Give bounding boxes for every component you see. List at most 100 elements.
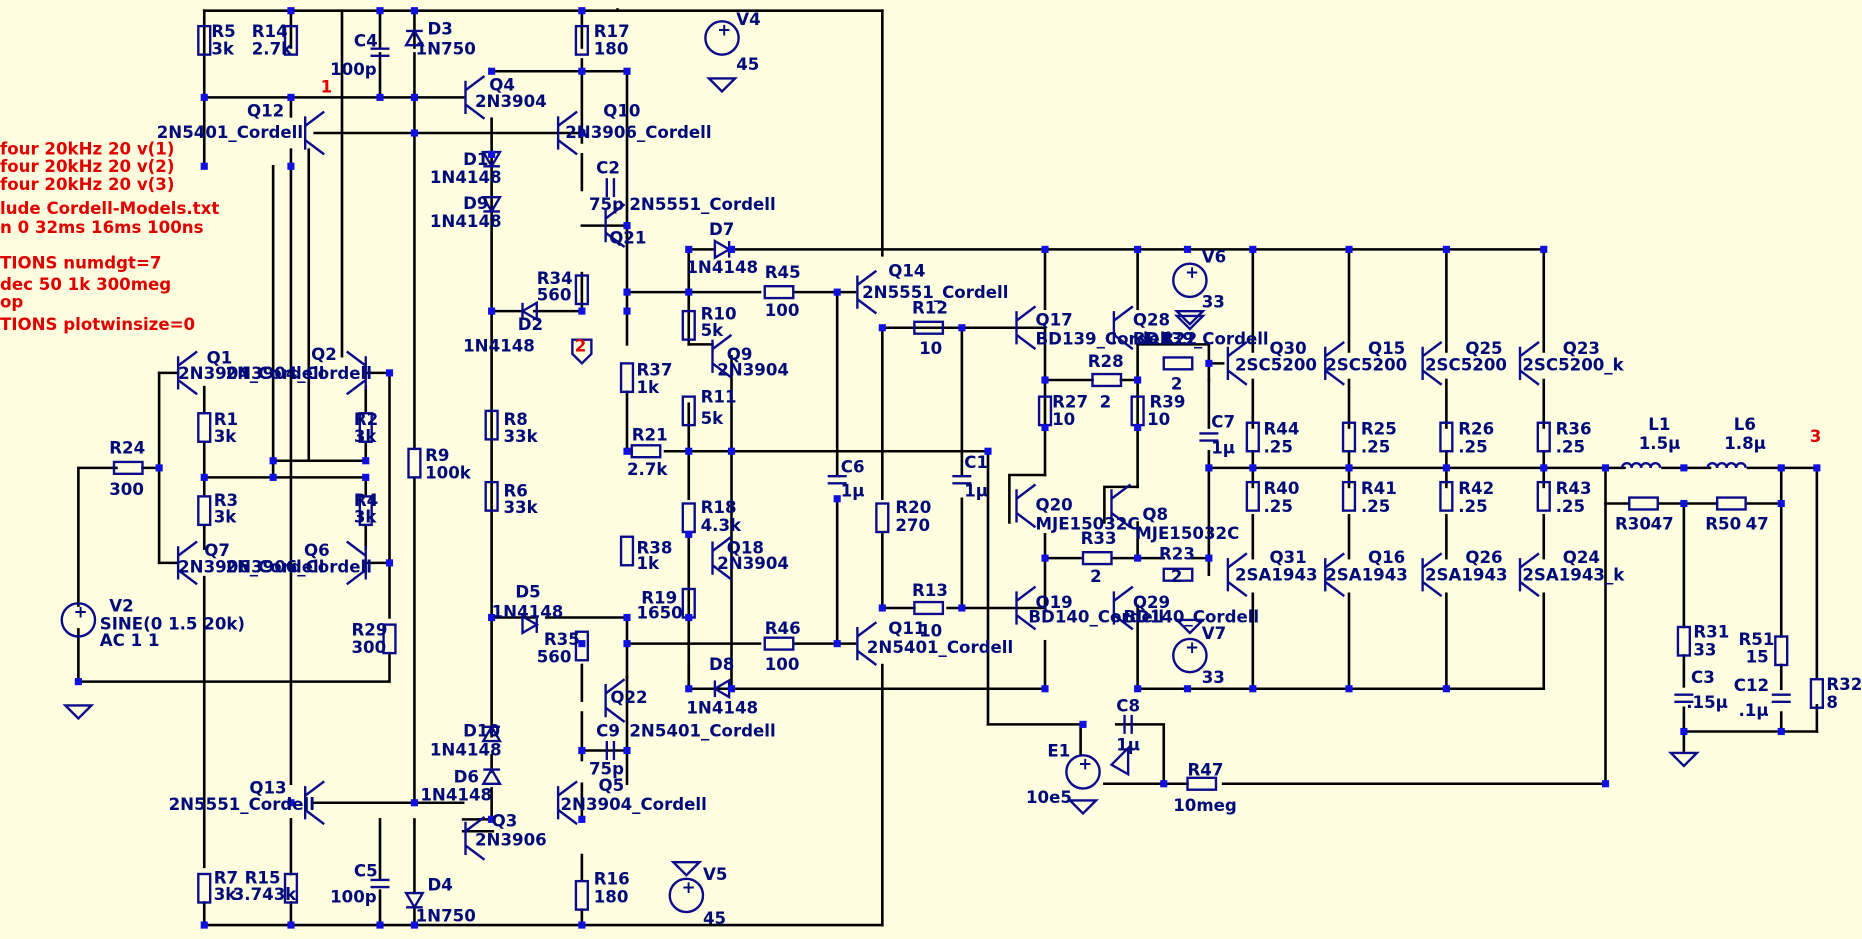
junction-dot [685, 447, 693, 455]
label-c3-value: .15µ [1686, 693, 1728, 712]
label-d7-value: 1N4148 [686, 258, 758, 277]
transistor-emitter [1227, 580, 1248, 598]
transistor-emitter [856, 298, 878, 315]
label-d1-value: 1N4148 [430, 168, 502, 187]
junction-dot [1777, 499, 1785, 508]
ground-symbol [62, 704, 95, 721]
resistor-symbol [112, 460, 144, 475]
label-q23-value: 2SC5200_k [1522, 356, 1624, 375]
diode-symbol [404, 28, 425, 47]
label-r34-value: 560 [537, 285, 572, 304]
resistor-symbol [1245, 480, 1260, 512]
label-q5-value: 2N3904_Cordell [561, 795, 707, 814]
label-r19-value: 1650 [637, 604, 683, 623]
wire [366, 371, 391, 565]
diode-symbol [520, 300, 538, 322]
label-r40-value: .25 [1264, 497, 1293, 516]
junction-dot [1540, 464, 1548, 472]
label-r17-name: R17 [594, 22, 630, 41]
label-q6-name: Q6 [304, 541, 330, 560]
label-d9-value: 1N4148 [430, 212, 502, 231]
label-r16-value: 180 [594, 888, 629, 907]
junction-dot [578, 746, 586, 755]
directive-1: four 20kHz 20 v(1) [0, 139, 174, 158]
transistor-collector [604, 203, 626, 220]
label-r13-name: R13 [912, 581, 948, 600]
label-r39-name: R39 [1150, 392, 1186, 411]
label-r1-value: 3k [214, 427, 238, 446]
junction-dot [1183, 245, 1192, 253]
junction-dot [488, 67, 496, 75]
label-r26-value: .25 [1458, 437, 1487, 456]
label-q3-name: Q3 [492, 812, 518, 831]
label-q15-name: Q15 [1368, 339, 1405, 358]
junction-dot [488, 307, 496, 315]
inductor-turn [1630, 462, 1643, 469]
junction-dot [1540, 245, 1548, 253]
label-d2-value: 1N4148 [463, 337, 535, 356]
label-r29-name: R29 [352, 620, 388, 639]
wire [1136, 343, 1211, 382]
transistor-collector [304, 110, 325, 127]
plus-sign: + [717, 21, 731, 40]
label-r41-value: .25 [1361, 497, 1390, 516]
label-q6-value: 2N3906_Cordell [226, 557, 372, 576]
junction-dot [410, 799, 418, 807]
junction-dot [1442, 245, 1450, 253]
label-c8-value: 1µ [1116, 736, 1140, 755]
label-r19-name: R19 [641, 588, 677, 607]
transistor-collector [1113, 305, 1134, 322]
controlled-source-arrow [1109, 745, 1130, 777]
voltage-source [60, 602, 97, 638]
junction-dot [1041, 376, 1049, 384]
resistor-symbol [197, 495, 212, 527]
label-q30-value: 2SC5200 [1235, 356, 1317, 375]
label-d2-name: D2 [518, 315, 543, 334]
label-r28-name: R28 [1088, 352, 1124, 371]
junction-dot [1205, 464, 1213, 472]
junction-dot [685, 685, 693, 693]
label-r43-name: R43 [1556, 479, 1592, 498]
transistor-collector [1421, 341, 1443, 358]
label-r16-name: R16 [594, 870, 630, 889]
resistor-symbol [484, 480, 499, 512]
junction-dot [269, 473, 277, 481]
junction-dot [200, 473, 208, 481]
label-r8-name: R8 [504, 410, 528, 429]
label-d3-value: 1N750 [416, 40, 476, 59]
resistor-symbol [1245, 421, 1260, 453]
label-c12-value: .1µ [1739, 701, 1769, 720]
label-r33-name: R33 [1081, 529, 1117, 548]
label-q5-name: Q5 [599, 776, 625, 795]
transistor-emitter [604, 706, 626, 723]
label-r35-value: 560 [537, 648, 572, 667]
label-c12-name: C12 [1734, 676, 1769, 695]
transistor-collector [856, 621, 878, 638]
label-r12-name: R12 [912, 299, 948, 318]
label-q20-name: Q20 [1036, 496, 1073, 515]
junction-dot [1345, 685, 1353, 693]
label-r7-value: 3k [214, 885, 238, 904]
label-d10-name: D10 [463, 721, 500, 740]
transistor-collector [1113, 585, 1134, 602]
label-q28-value: BD139_Cordell [1133, 329, 1269, 348]
component-labels: R5 3k R14 2.7k C4 100p D3 1N750 R17 180 … [100, 10, 1862, 928]
junction-dot [1079, 720, 1087, 728]
resistor-symbol [197, 24, 212, 56]
transistor-emitter [464, 844, 486, 861]
label-q9-name: Q9 [727, 345, 753, 364]
resistor-symbol [197, 872, 212, 904]
plus-sign: + [682, 878, 696, 897]
label-r44-name: R44 [1264, 420, 1300, 439]
label-d6-value: 1N4148 [420, 785, 492, 804]
resistor-symbol [1676, 625, 1691, 657]
junction-dot [1777, 464, 1785, 472]
label-q2-name: Q2 [311, 345, 337, 364]
transistor-collector [304, 780, 325, 797]
transistor-collector [464, 75, 486, 92]
label-q17-name: Q17 [1036, 310, 1073, 329]
label-r9-name: R9 [425, 446, 449, 465]
junction-dot [958, 604, 966, 612]
junction-dot [578, 640, 586, 648]
label-v6-name: V6 [1202, 247, 1226, 266]
